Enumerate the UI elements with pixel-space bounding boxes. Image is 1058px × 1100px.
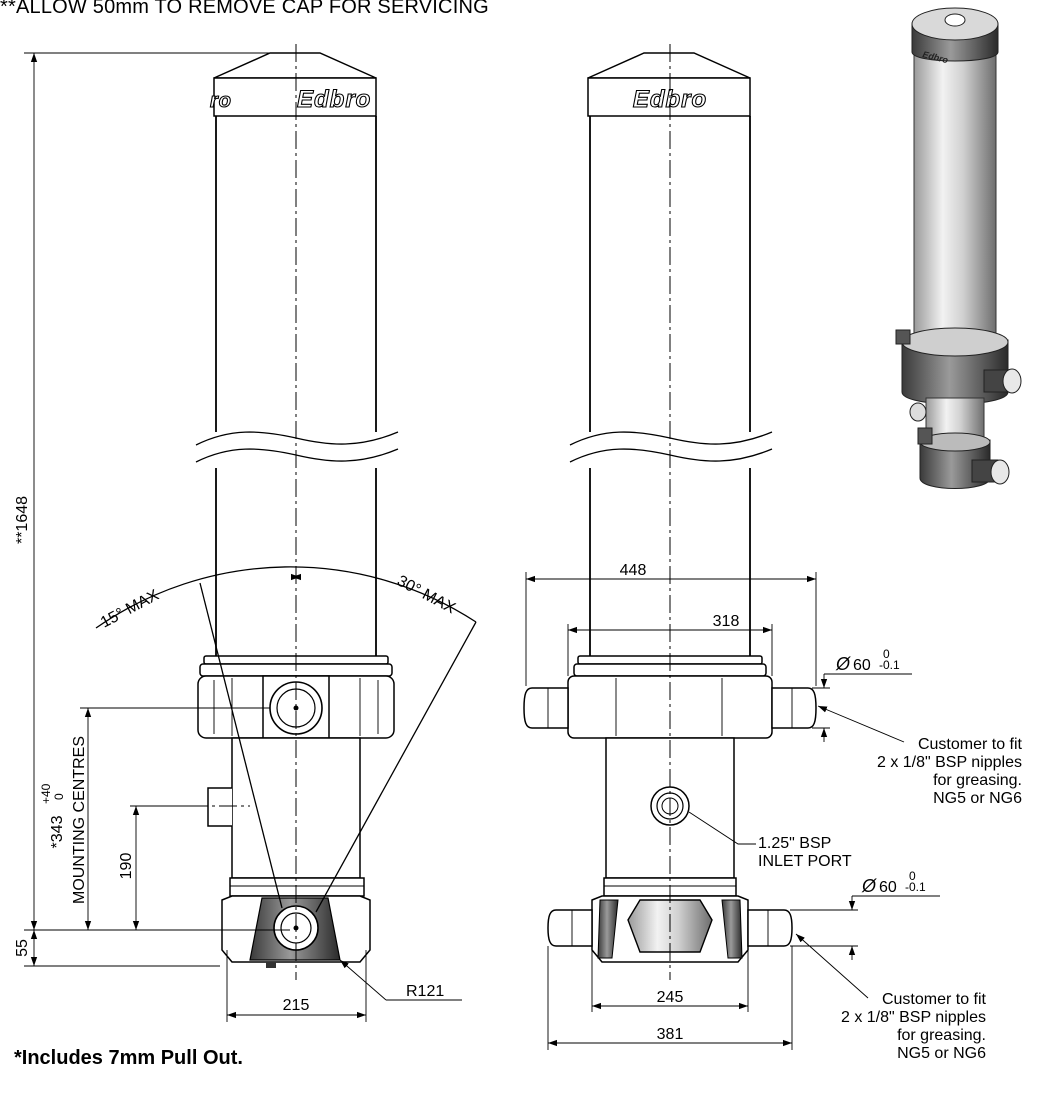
- grease-upper-line-4: NG5 or NG6: [933, 790, 1022, 807]
- inlet-line-1: 1.25" BSP: [758, 835, 831, 852]
- grease-upper-line-1: Customer to fit: [918, 736, 1023, 753]
- port-offset-value: 190: [118, 853, 135, 880]
- grease-lower-leader: [795, 933, 869, 999]
- mounting-value: *343: [49, 815, 66, 848]
- grease-lower-line-3: for greasing.: [897, 1027, 986, 1044]
- base-height-value: 55: [14, 939, 31, 957]
- side-inlet-boss: [207, 787, 232, 827]
- mounting-tol-upper: +40: [39, 783, 53, 804]
- side-pin-centre: [293, 705, 299, 711]
- front-pin-left: [523, 687, 569, 729]
- grease-upper-line-3: for greasing.: [933, 772, 1022, 789]
- pin-upper-tol-a: 0: [883, 647, 890, 661]
- grease-note-lower: Customer to fit 2 x 1/8" BSP nipples for…: [841, 991, 987, 1062]
- front-cap-band: [587, 77, 751, 117]
- base-width-value: 215: [283, 997, 310, 1014]
- cylinder-illustration: Edbro: [895, 7, 1022, 489]
- tilt-forward-label: 15° MAX: [98, 587, 162, 632]
- side-view: Edbro ro: [14, 44, 477, 1022]
- pin-upper-tol-b: -0.1: [879, 658, 900, 672]
- front-base-pin-left: [547, 909, 593, 947]
- pin-lower-dia-value: 60: [879, 879, 897, 896]
- mounting-centres-label: MOUNTING CENTRES: [71, 736, 88, 904]
- side-brand-partial: ro: [210, 90, 232, 112]
- inlet-leader: [688, 811, 756, 845]
- grease-lower-line-4: NG5 or NG6: [897, 1045, 986, 1062]
- pin-lower-tol-a: 0: [909, 869, 916, 883]
- base-inner-value: 245: [657, 989, 684, 1006]
- pull-out-note: *Includes 7mm Pull Out.: [14, 1047, 243, 1069]
- radius-value: R121: [406, 983, 444, 1000]
- grease-lower-line-1: Customer to fit: [882, 991, 987, 1008]
- front-cap-cone: [587, 52, 751, 79]
- front-pin-right: [771, 687, 817, 729]
- front-trunnion-flats: [615, 678, 723, 736]
- pin-lower-dia-symbol: Ø: [861, 876, 877, 896]
- grease-upper-leader: [817, 705, 905, 743]
- servicing-note: **ALLOW 50mm TO REMOVE CAP FOR SERVICING: [0, 0, 489, 18]
- pin-upper-dia-value: 60: [853, 657, 871, 674]
- mounting-value-group: *343 +40 0: [39, 783, 66, 848]
- tilt-line-forward: [199, 582, 283, 909]
- iso-pin-left: [895, 329, 911, 345]
- radius-leader: [339, 959, 387, 1001]
- iso-barrel: [913, 39, 997, 353]
- side-base-nub: [266, 962, 276, 968]
- tilt-line-back: [315, 621, 477, 913]
- base-overall-value: 381: [657, 1026, 684, 1043]
- iso-inlet: [909, 402, 927, 422]
- side-cap-cone: [213, 52, 377, 79]
- iso-cap-hole: [944, 13, 966, 27]
- iso-trunnion-top: [901, 327, 1009, 357]
- side-cap-band: [213, 77, 377, 117]
- iso-pin-right: [1002, 368, 1022, 394]
- grease-upper-line-2: 2 x 1/8" BSP nipples: [877, 754, 1022, 771]
- mounting-tol-lower: 0: [52, 793, 66, 800]
- side-lower-collar: [229, 877, 365, 897]
- grease-note-upper: Customer to fit 2 x 1/8" BSP nipples for…: [877, 736, 1023, 807]
- pin-upper-dia-symbol: Ø: [835, 654, 851, 674]
- trunnion-inner-value: 318: [713, 613, 740, 630]
- side-trunnion-flats: [213, 678, 379, 736]
- front-base-lug-right: [721, 899, 743, 959]
- side-brand-label: Edbro: [297, 86, 371, 113]
- overall-length-value: **1648: [14, 496, 31, 544]
- inlet-line-2: INLET PORT: [758, 853, 852, 870]
- front-base-lug-left: [597, 899, 619, 959]
- iso-base-pin-right: [990, 459, 1010, 485]
- tilt-arc: [95, 566, 477, 629]
- trunnion-overall-value: 448: [620, 562, 647, 579]
- grease-lower-line-2: 2 x 1/8" BSP nipples: [841, 1009, 986, 1026]
- tilt-back-label: 30° MAX: [394, 573, 458, 618]
- front-view: Edbro 448: [523, 44, 1023, 1062]
- front-base-pin-right: [747, 909, 793, 947]
- iso-base-pin-left: [917, 427, 933, 445]
- pin-lower-tol-b: -0.1: [905, 880, 926, 894]
